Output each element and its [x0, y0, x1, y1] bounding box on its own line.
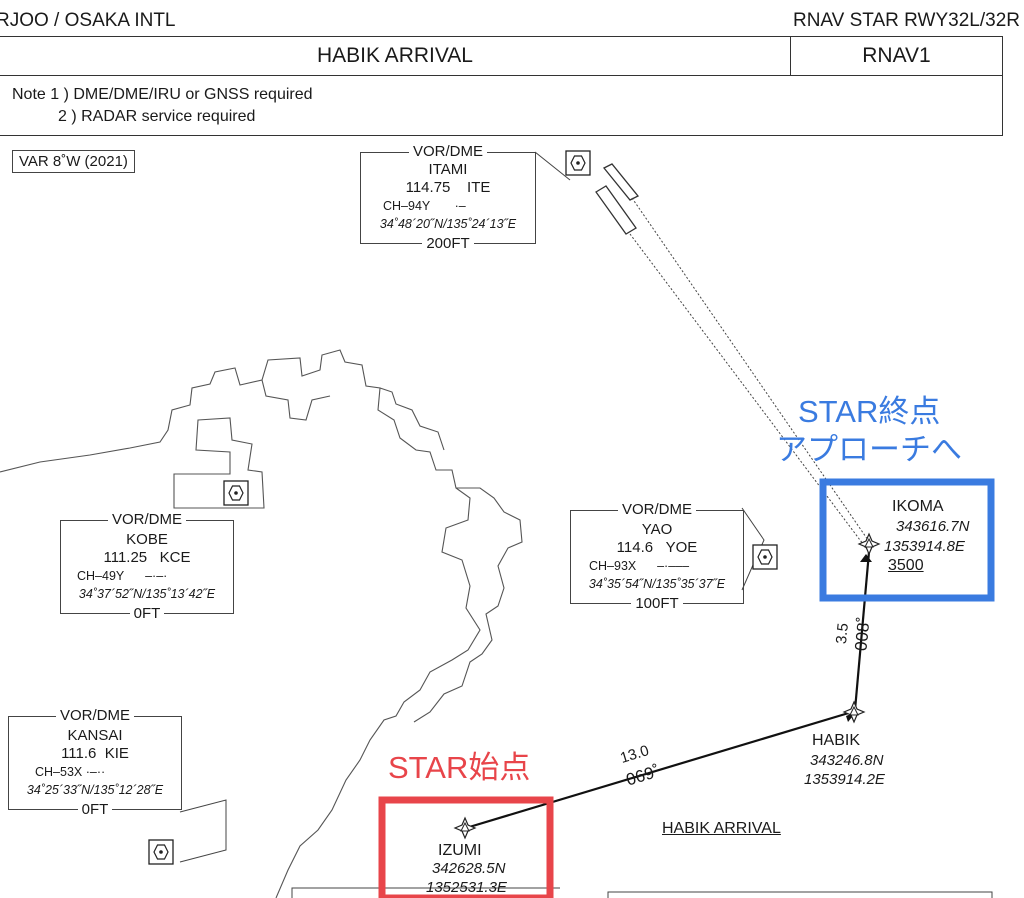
coastline: [0, 349, 481, 898]
coastline-detail: [173, 379, 523, 723]
title-divider: [790, 36, 791, 76]
note-1: Note 1 ) DME/DME/IRU or GNSS required: [12, 86, 313, 103]
navaid-box-itami: VOR/DME ITAMI 114.75 ITE CH–94Y ·– 34˚48…: [360, 143, 536, 252]
habik-waypoint-icon: [842, 700, 866, 724]
navaid-channel: CH–94Y ·–: [383, 199, 466, 213]
navaid-coords: 34˚35´54˝N/135˚35´37˝E: [588, 577, 726, 591]
ikoma-name: IKOMA: [892, 498, 944, 515]
itami-vordme-icon: [565, 150, 591, 176]
navaid-name: ITAMI: [428, 161, 468, 178]
navaid-type: VOR/DME: [617, 501, 696, 518]
kobe-vordme-icon: [223, 480, 249, 506]
navaid-freq-ident: 114.75 ITE: [405, 179, 491, 196]
title-frame: [0, 36, 1003, 76]
navaid-channel: CH–53X ·–··: [35, 765, 106, 779]
habik-lon: 1353914.2E: [804, 771, 885, 788]
route-habik-ikoma: [853, 551, 871, 711]
nav-spec: RNAV1: [862, 44, 931, 67]
navaid-name: YAO: [641, 521, 673, 538]
navaid-box-yao: VOR/DME YAO 114.6 YOE CH–93X –·––– 34˚35…: [570, 501, 744, 612]
navaid-box-kansai: VOR/DME KANSAI 111.6 KIE CH–53X ·–·· 34˚…: [8, 707, 182, 818]
navaid-box-kobe: VOR/DME KOBE 111.25 KCE CH–49Y –·–· 34˚3…: [60, 511, 234, 622]
airport-header: RJOO / OSAKA INTL: [0, 10, 176, 31]
procedure-header: RNAV STAR RWY32L/32R: [792, 10, 1020, 31]
magnetic-variation: VAR 8˚W (2021): [12, 150, 135, 173]
ikoma-lat: 343616.7N: [896, 518, 970, 535]
navaid-channel: CH–49Y –·–·: [77, 569, 168, 583]
star-start-highlight: [378, 796, 554, 898]
yao-vordme-icon: [752, 544, 778, 570]
route-izumi-habik: [465, 710, 853, 830]
habik-name: HABIK: [812, 732, 861, 749]
ikoma-lon: 1353914.8E: [884, 538, 965, 555]
navaid-coords: 34˚25´33˝N/135˚12´28˝E: [26, 783, 164, 797]
route-label: HABIK ARRIVAL: [662, 820, 781, 837]
itami-runways: [595, 163, 640, 235]
navaid-name: KOBE: [126, 531, 168, 548]
navaid-freq-ident: 111.25 KCE: [103, 549, 191, 566]
izumi-name: IZUMI: [438, 842, 482, 859]
star-start-annotation: STAR始点: [388, 750, 531, 785]
star-end-annotation-line1: STAR終点: [798, 394, 941, 429]
navaid-name: KANSAI: [67, 727, 123, 744]
navaid-type: VOR/DME: [55, 707, 134, 724]
navaid-channel: CH–93X –·–––: [589, 559, 690, 573]
izumi-waypoint-icon: [453, 816, 477, 840]
ikoma-waypoint-icon: [857, 532, 881, 556]
navaid-freq-ident: 114.6 YOE: [616, 539, 698, 556]
habik-lat: 343246.8N: [810, 752, 884, 769]
note-2: 2 ) RADAR service required: [58, 108, 256, 125]
navaid-elev: 0FT: [77, 801, 113, 818]
navaid-type: VOR/DME: [408, 143, 487, 160]
navaid-elev: 0FT: [129, 605, 165, 622]
navaid-elev: 200FT: [422, 235, 474, 252]
navaid-coords: 34˚48´20˝N/135˚24´13˝E: [379, 217, 517, 231]
star-end-annotation-line2: アプローチへ: [776, 432, 962, 467]
navaid-coords: 34˚37´52˝N/135˚13´42˝E: [78, 587, 216, 601]
segment-habik-ikoma-course: 008˚: [851, 616, 874, 652]
notes-frame: [0, 76, 1003, 136]
star-end-highlight: [819, 478, 995, 602]
navaid-type: VOR/DME: [107, 511, 186, 528]
navaid-elev: 100FT: [631, 595, 683, 612]
izumi-lon: 1352531.3E: [426, 879, 507, 896]
procedure-title: HABIK ARRIVAL: [316, 44, 473, 67]
kansai-vordme-icon: [148, 839, 174, 865]
izumi-lat: 342628.5N: [432, 860, 506, 877]
navaid-freq-ident: 111.6 KIE: [61, 745, 129, 762]
segment-habik-ikoma-distance: 3.5: [832, 622, 852, 645]
ikoma-altitude: 3500: [888, 557, 924, 574]
